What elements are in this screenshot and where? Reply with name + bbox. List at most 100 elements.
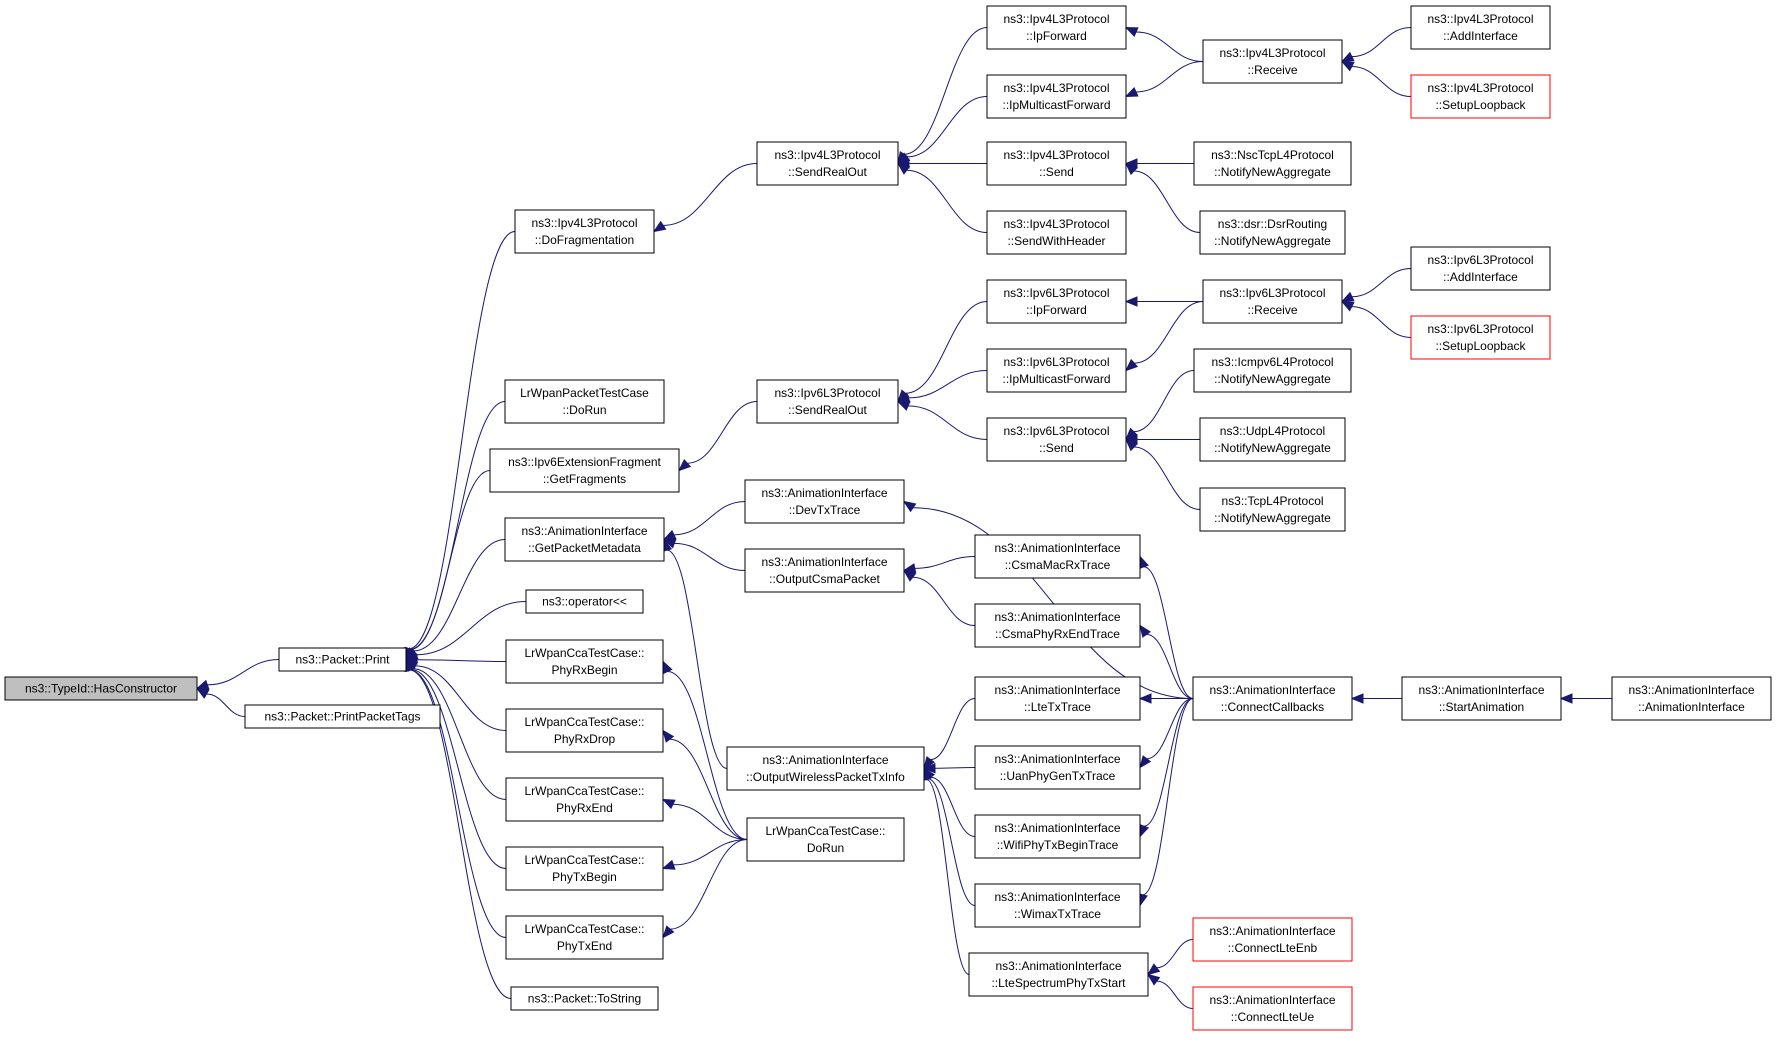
- node-ai-conn-cb[interactable]: ns3::AnimationInterface::ConnectCallback…: [1192, 676, 1353, 721]
- edge-udp-to-v6-send: [1124, 434, 1200, 445]
- node-label: ::CsmaMacRxTrace: [1005, 558, 1111, 572]
- node-box: [1410, 5, 1551, 50]
- node-v6-send[interactable]: ns3::Ipv6L3Protocol::Send: [986, 417, 1127, 462]
- node-label: ns3::Ipv6L3Protocol: [774, 386, 880, 400]
- node-cca-do-run[interactable]: LrWpanCcaTestCase::DoRun: [746, 817, 905, 862]
- node-print-tags[interactable]: ns3::Packet::PrintPacketTags: [244, 704, 441, 729]
- node-ai-out-csma[interactable]: ns3::AnimationInterface::OutputCsmaPacke…: [744, 548, 905, 593]
- call-nodes: ns3::TypeId::HasConstructorns3::Packet::…: [4, 5, 1772, 1031]
- node-box: [505, 846, 664, 891]
- node-v4-add-if[interactable]: ns3::Ipv4L3Protocol::AddInterface: [1410, 5, 1551, 50]
- node-box: [986, 417, 1127, 462]
- node-box: [278, 647, 407, 672]
- node-ai-lte-enb[interactable]: ns3::AnimationInterface::ConnectLteEnb: [1192, 917, 1353, 962]
- edge-ai-uan-to-ai-out-wifi: [922, 763, 976, 774]
- node-label: ns3::Ipv6L3Protocol: [1219, 286, 1325, 300]
- edge-nsc-tcp-to-v4-send: [1124, 158, 1194, 169]
- node-cca-rx-begin[interactable]: LrWpanCcaTestCase::PhyRxBegin: [505, 639, 664, 684]
- node-label: ns3::Ipv6L3Protocol: [1003, 424, 1109, 438]
- node-v6-ip-fwd[interactable]: ns3::Ipv6L3Protocol::IpForward: [986, 279, 1127, 324]
- node-v4-send[interactable]: ns3::Ipv4L3Protocol::Send: [986, 141, 1127, 186]
- node-box: [1401, 676, 1562, 721]
- edge-v6-add-if-to-v6-receive: [1340, 268, 1412, 303]
- node-label: ns3::AnimationInterface: [994, 752, 1120, 766]
- node-nsc-tcp[interactable]: ns3::NscTcpL4Protocol::NotifyNewAggregat…: [1193, 141, 1352, 186]
- edge-v6-receive-to-v6-ip-fwd: [1124, 296, 1203, 307]
- node-v6-receive[interactable]: ns3::Ipv6L3Protocol::Receive: [1202, 279, 1343, 324]
- node-label: ::IpForward: [1026, 303, 1087, 317]
- node-v4-send-hdr[interactable]: ns3::Ipv4L3Protocol::SendWithHeader: [986, 210, 1127, 255]
- node-label: ::Receive: [1247, 63, 1297, 77]
- node-ai-lte-spec[interactable]: ns3::AnimationInterface::LteSpectrumPhyT…: [968, 952, 1149, 997]
- edge-ai-conn-cb-to-ai-dev-tx: [902, 500, 1194, 699]
- node-box: [974, 883, 1141, 928]
- node-cca-tx-begin[interactable]: LrWpanCcaTestCase::PhyTxBegin: [505, 846, 664, 891]
- edge-ai-dev-tx-to-ai-get-meta: [662, 501, 746, 541]
- edge-cca-tx-begin-to-print: [405, 658, 507, 869]
- edge-v4-add-if-to-v4-receive: [1340, 27, 1412, 63]
- node-label: ::ConnectLteUe: [1231, 1010, 1315, 1024]
- node-label: ::SendRealOut: [788, 403, 867, 417]
- node-ai-csma-mac[interactable]: ns3::AnimationInterface::CsmaMacRxTrace: [974, 534, 1141, 579]
- node-ai-lte-tx[interactable]: ns3::AnimationInterface::LteTxTrace: [974, 676, 1141, 721]
- edge-ai-conn-cb-to-ai-uan: [1139, 698, 1194, 769]
- node-icmpv6[interactable]: ns3::Icmpv6L4Protocol::NotifyNewAggregat…: [1193, 348, 1352, 393]
- edge-print-tags-to-root: [195, 687, 246, 717]
- edge-print-to-root: [195, 659, 280, 690]
- node-tcp[interactable]: ns3::TcpL4Protocol::NotifyNewAggregate: [1199, 487, 1346, 532]
- node-ai-csma-phy[interactable]: ns3::AnimationInterface::CsmaPhyRxEndTra…: [974, 603, 1141, 648]
- node-udp[interactable]: ns3::UdpL4Protocol::NotifyNewAggregate: [1199, 417, 1346, 462]
- node-v6-send-real-out[interactable]: ns3::Ipv6L3Protocol::SendRealOut: [756, 379, 899, 424]
- node-dsr[interactable]: ns3::dsr::DsrRouting::NotifyNewAggregate: [1199, 210, 1346, 255]
- node-box: [756, 141, 899, 186]
- node-label: ns3::AnimationInterface: [995, 959, 1121, 973]
- node-label: ns3::Ipv4L3Protocol: [1003, 12, 1109, 26]
- node-box: [1199, 210, 1346, 255]
- node-ai-dev-tx[interactable]: ns3::AnimationInterface::DevTxTrace: [744, 479, 905, 524]
- node-to-string[interactable]: ns3::Packet::ToString: [510, 986, 659, 1011]
- node-ai-uan[interactable]: ns3::AnimationInterface::UanPhyGenTxTrac…: [974, 745, 1141, 790]
- node-ai-get-meta[interactable]: ns3::AnimationInterface::GetPacketMetada…: [504, 517, 665, 562]
- node-print[interactable]: ns3::Packet::Print: [278, 647, 407, 672]
- edge-icmpv6-to-v6-send: [1125, 370, 1195, 441]
- edge-to-string-to-print: [404, 658, 512, 999]
- node-label: ::ConnectLteEnb: [1228, 941, 1318, 955]
- node-ai-wifi-phy[interactable]: ns3::AnimationInterface::WifiPhyTxBeginT…: [974, 814, 1141, 859]
- node-op-shift[interactable]: ns3::operator<<: [525, 589, 644, 614]
- node-ai-start[interactable]: ns3::AnimationInterface::StartAnimation: [1401, 676, 1562, 721]
- node-v4-loop[interactable]: ns3::Ipv4L3Protocol::SetupLoopback: [1410, 74, 1551, 119]
- node-label: ::SetupLoopback: [1435, 98, 1526, 112]
- node-lr-pkt[interactable]: LrWpanPacketTestCase::DoRun: [504, 379, 665, 424]
- node-v4-send-real-out[interactable]: ns3::Ipv4L3Protocol::SendRealOut: [756, 141, 899, 186]
- node-label: ns3::Ipv6ExtensionFragment: [508, 455, 661, 469]
- node-ai-lte-ue[interactable]: ns3::AnimationInterface::ConnectLteUe: [1192, 986, 1353, 1031]
- node-ai-wimax[interactable]: ns3::AnimationInterface::WimaxTxTrace: [974, 883, 1141, 928]
- node-ai-out-wifi[interactable]: ns3::AnimationInterface::OutputWirelessP…: [726, 746, 925, 791]
- node-label: ns3::Ipv4L3Protocol: [1003, 81, 1109, 95]
- node-ai-ctor[interactable]: ns3::AnimationInterface::AnimationInterf…: [1611, 676, 1772, 721]
- node-root[interactable]: ns3::TypeId::HasConstructor: [4, 676, 198, 701]
- node-v4-ip-mc[interactable]: ns3::Ipv4L3Protocol::IpMulticastForward: [986, 74, 1127, 119]
- node-box: [1202, 39, 1343, 84]
- node-v4-do-frag[interactable]: ns3::Ipv4L3Protocol::DoFragmentation: [514, 209, 655, 254]
- node-v6-ip-mc[interactable]: ns3::Ipv6L3Protocol::IpMulticastForward: [986, 348, 1127, 393]
- node-v6-ext-frag[interactable]: ns3::Ipv6ExtensionFragment::GetFragments: [489, 448, 680, 493]
- node-label: ::WimaxTxTrace: [1014, 907, 1101, 921]
- node-box: [1410, 74, 1551, 119]
- edge-ai-lte-tx-to-ai-out-wifi: [923, 698, 976, 770]
- node-label: ns3::UdpL4Protocol: [1220, 424, 1325, 438]
- node-cca-tx-end[interactable]: LrWpanCcaTestCase::PhyTxEnd: [505, 915, 664, 960]
- node-label: ns3::AnimationInterface: [994, 541, 1120, 555]
- node-v6-add-if[interactable]: ns3::Ipv6L3Protocol::AddInterface: [1410, 246, 1551, 291]
- node-v4-ip-fwd[interactable]: ns3::Ipv4L3Protocol::IpForward: [986, 5, 1127, 50]
- node-v6-loop[interactable]: ns3::Ipv6L3Protocol::SetupLoopback: [1410, 315, 1551, 360]
- node-cca-rx-drop[interactable]: LrWpanCcaTestCase::PhyRxDrop: [505, 708, 664, 753]
- node-box: [514, 209, 655, 254]
- node-cca-rx-end[interactable]: LrWpanCcaTestCase::PhyRxEnd: [505, 777, 664, 822]
- node-box: [244, 704, 441, 729]
- node-label: ns3::operator<<: [542, 595, 627, 609]
- edge-v4-loop-to-v4-receive: [1340, 60, 1412, 97]
- edge-cca-rx-begin-to-print: [404, 654, 507, 665]
- node-v4-receive[interactable]: ns3::Ipv4L3Protocol::Receive: [1202, 39, 1343, 84]
- edge-ai-ctor-to-ai-start: [1559, 693, 1612, 704]
